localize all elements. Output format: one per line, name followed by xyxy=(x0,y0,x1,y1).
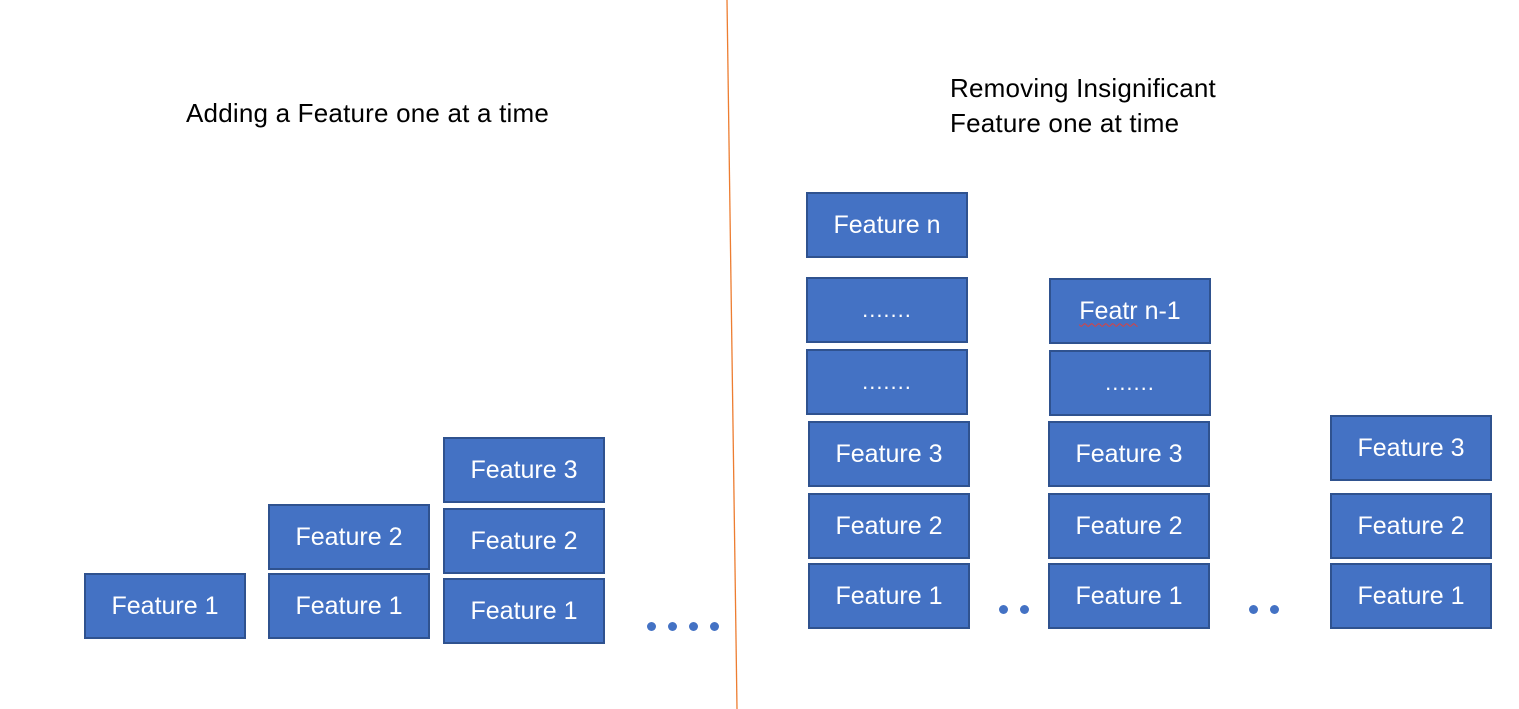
backward-mid-feature-3-box: Feature 3 xyxy=(1048,421,1210,487)
backward-ellipsis-1 xyxy=(999,605,1041,614)
forward-step1-feature-1-box: Feature 1 xyxy=(84,573,246,639)
featr-n-1-suffix: n-1 xyxy=(1137,296,1181,325)
backward-mid-dots-box: ....... xyxy=(1049,350,1211,416)
forward-step3-feature-1-box: Feature 1 xyxy=(443,578,605,644)
forward-continuation-ellipsis xyxy=(647,622,731,631)
backward-mid-feature-2-box: Feature 2 xyxy=(1048,493,1210,559)
backward-elimination-title-line-1: Removing Insignificant xyxy=(950,73,1216,103)
forward-step2-feature-2-box: Feature 2 xyxy=(268,504,430,570)
backward-elimination-title: Removing Insignificant Feature one at ti… xyxy=(950,71,1216,141)
backward-ellipsis-2 xyxy=(1249,605,1291,614)
backward-full-dots-box-2: ....... xyxy=(806,349,968,415)
backward-final-feature-3-box: Feature 3 xyxy=(1330,415,1492,481)
backward-full-dots-box-1: ....... xyxy=(806,277,968,343)
forward-step3-feature-3-box: Feature 3 xyxy=(443,437,605,503)
backward-final-feature-2-box: Feature 2 xyxy=(1330,493,1492,559)
backward-mid-feature-1-box: Feature 1 xyxy=(1048,563,1210,629)
backward-full-feature-3-box: Feature 3 xyxy=(808,421,970,487)
forward-step2-feature-1-box: Feature 1 xyxy=(268,573,430,639)
backward-elimination-title-line-2: Feature one at time xyxy=(950,108,1180,138)
backward-mid-featr-n-1-box: Featr n-1 xyxy=(1049,278,1211,344)
spelling-squiggle-word: Featr xyxy=(1079,296,1138,325)
forward-selection-title: Adding a Feature one at a time xyxy=(186,98,550,128)
backward-full-feature-1-box: Feature 1 xyxy=(808,563,970,629)
backward-full-feature-n-box: Feature n xyxy=(806,192,968,258)
backward-final-feature-1-box: Feature 1 xyxy=(1330,563,1492,629)
forward-step3-feature-2-box: Feature 2 xyxy=(443,508,605,574)
backward-full-feature-2-box: Feature 2 xyxy=(808,493,970,559)
